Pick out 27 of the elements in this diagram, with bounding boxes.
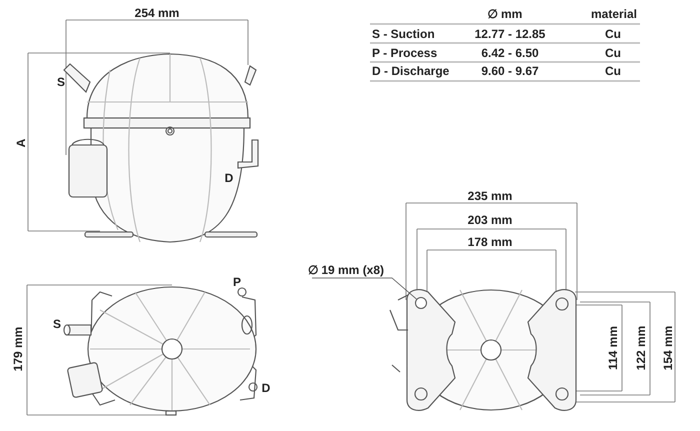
table-cell: S - Suction: [372, 28, 435, 40]
table-cell: P - Process: [372, 47, 438, 59]
table-cell: Cu: [605, 47, 621, 59]
dimension-label: 254 mm: [134, 7, 180, 19]
port-label: S: [57, 76, 65, 88]
port-label: D: [224, 172, 234, 184]
dimension-label: 235 mm: [468, 190, 512, 202]
port-label: D: [262, 382, 270, 394]
table-cell: Cu: [605, 28, 621, 40]
port-label: S: [53, 318, 61, 330]
table-cell: 9.60 - 9.67: [481, 65, 539, 77]
table-cell: 12.77 - 12.85: [474, 28, 546, 40]
table-cell: Cu: [605, 65, 621, 77]
dimension-label: 203 mm: [468, 214, 512, 226]
dimension-label: A: [15, 138, 27, 148]
dimension-label: 122 mm: [635, 326, 647, 370]
table-header: material: [590, 8, 638, 20]
table-cell: D - Discharge: [372, 65, 450, 77]
leader-line: [312, 278, 417, 300]
dimension-label: 114 mm: [607, 326, 619, 370]
dimension-label: 179 mm: [12, 326, 24, 372]
dimension-label: 154 mm: [662, 326, 674, 370]
table-cell: 6.42 - 6.50: [481, 47, 539, 59]
leader-text: ∅ 19 mm (x8): [308, 262, 392, 278]
port-label: P: [233, 276, 241, 288]
dimension-label: 178 mm: [468, 236, 512, 248]
table-header: ∅ mm: [488, 8, 522, 20]
